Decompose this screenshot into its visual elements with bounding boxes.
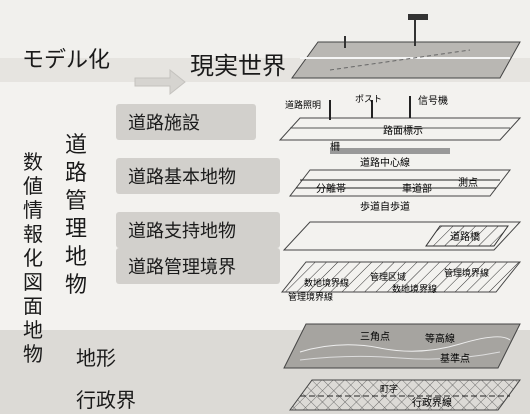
contour-line bbox=[299, 336, 511, 353]
terrain-plane bbox=[283, 323, 521, 369]
admin-plane bbox=[289, 379, 521, 411]
fence bbox=[330, 148, 450, 154]
facility-label-0: 道路照明 bbox=[285, 99, 321, 111]
facility-label-4: 柵 bbox=[330, 140, 340, 153]
terrain-label-1: 等高線 bbox=[425, 332, 455, 345]
boundary-label-2: 数地境界線 bbox=[304, 277, 349, 289]
terrain-label-2: 基準点 bbox=[440, 352, 470, 365]
basic-label-0: 道路中心線 bbox=[360, 156, 410, 169]
boundary-label-1: 管理境界線 bbox=[444, 267, 489, 279]
facility-plane bbox=[278, 117, 522, 141]
admin-label-1: 行政界線 bbox=[412, 396, 452, 409]
contour-line bbox=[299, 351, 501, 361]
road-vertical-label: 道路管理地物 bbox=[64, 133, 87, 298]
signal-head bbox=[408, 14, 428, 20]
basic-label-3: 歩道自歩道 bbox=[360, 200, 410, 213]
bridge-area bbox=[425, 225, 509, 247]
model-arrow bbox=[134, 68, 186, 96]
facility-label-3: 路面標示 bbox=[383, 124, 423, 137]
support-plane bbox=[282, 221, 522, 251]
boundary-plane bbox=[280, 261, 522, 293]
basic-label-2: 車道部 bbox=[402, 182, 432, 195]
terrain-label-0: 三角点 bbox=[360, 331, 390, 343]
basic-label-1: 分離帯 bbox=[316, 182, 346, 195]
admin-label: 行政界 bbox=[76, 388, 136, 412]
layer-road-boundary: 道路管理境界 bbox=[116, 248, 280, 284]
real-world-plane bbox=[291, 41, 521, 79]
layer-road-support: 道路支持地物 bbox=[116, 212, 280, 248]
model-label: モデル化 bbox=[22, 48, 111, 73]
road-line bbox=[329, 49, 471, 71]
boundary-label-3: 数地境界線 bbox=[392, 283, 437, 295]
basic-label-4: 測点 bbox=[458, 176, 478, 189]
admin-label-0: 町字 bbox=[380, 383, 398, 395]
layer-road-basic: 道路基本地物 bbox=[116, 158, 280, 194]
basic-plane bbox=[288, 169, 512, 197]
layer-road-facility: 道路施設 bbox=[116, 104, 256, 140]
real-world-title: 現実世界 bbox=[190, 52, 286, 80]
boundary-label-4: 管理境界線 bbox=[288, 291, 333, 303]
boundary-label-0: 管理区域 bbox=[370, 271, 406, 283]
terrain-label: 地形 bbox=[76, 346, 116, 370]
left-vertical-label: 数値情報化図面地物 bbox=[23, 150, 43, 366]
support-label-0: 道路橋 bbox=[450, 230, 480, 243]
facility-label-1: ポスト bbox=[355, 94, 382, 105]
facility-label-2: 信号機 bbox=[418, 94, 448, 107]
